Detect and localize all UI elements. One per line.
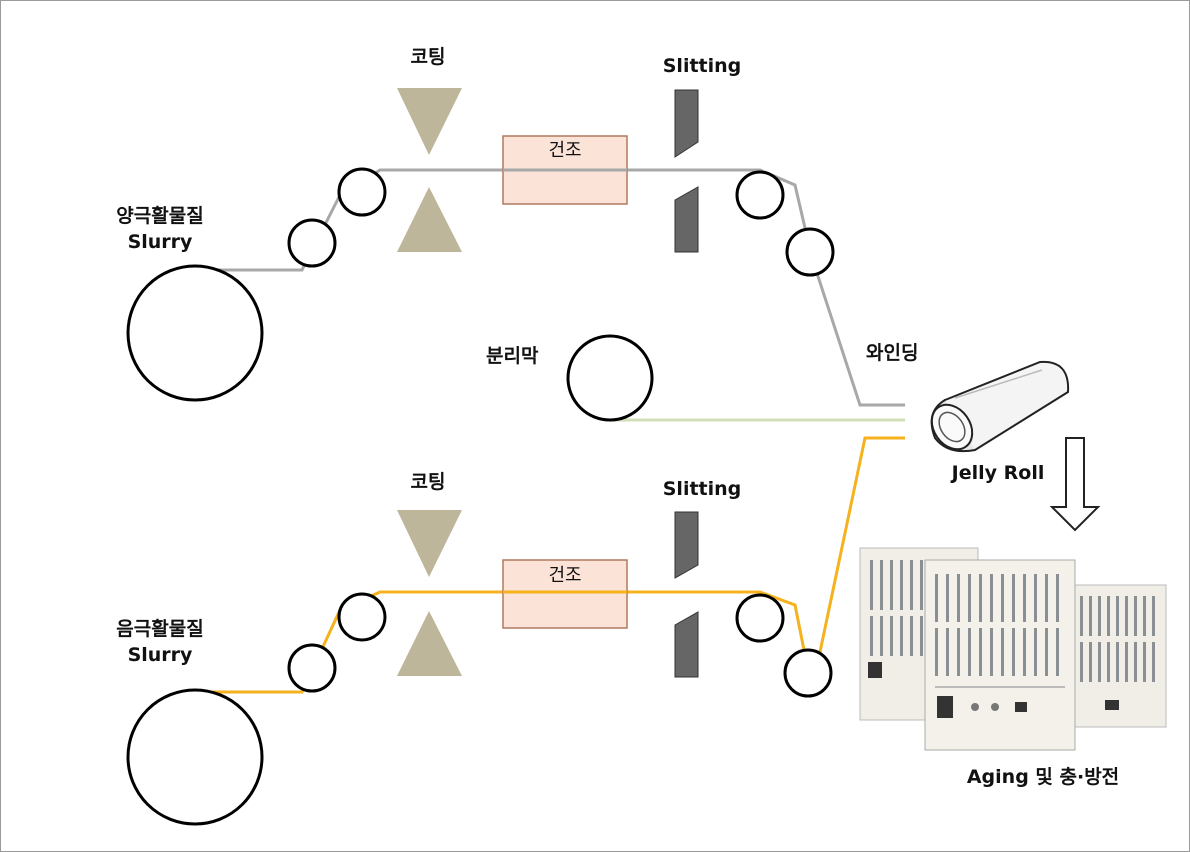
anode-coating-label: 코팅: [410, 471, 446, 493]
anode-drying-label: 건조: [548, 565, 582, 586]
anode-dryer-box: [502, 559, 628, 629]
down-arrow-icon: [1049, 437, 1101, 532]
anode-slurry-roll: [126, 688, 264, 826]
separator-line: [566, 334, 905, 422]
cathode-coater-top: [397, 88, 462, 155]
anode-guide-roller-2: [337, 592, 387, 642]
cathode-guide-roller-4: [785, 227, 835, 277]
separator-label: 분리막: [486, 345, 539, 367]
cathode-slurry-label: 양극활물질: [116, 205, 204, 227]
cathode-slurry-roll: [126, 264, 264, 402]
anode-line: [126, 436, 905, 826]
cathode-slitter-top: [674, 89, 699, 158]
cathode-guide-roller-3: [735, 170, 785, 220]
cathode-slurry-sub-label: Slurry: [127, 231, 193, 253]
anode-coater-bottom: [397, 611, 462, 676]
cathode-web: [212, 168, 905, 407]
cathode-line: [126, 88, 905, 407]
cathode-guide-roller-1: [287, 218, 337, 268]
jelly-roll-label: Jelly Roll: [951, 462, 1045, 484]
anode-coater-top: [397, 510, 462, 577]
separator-roll: [566, 334, 654, 422]
anode-slurry-label: 음극활물질: [116, 618, 204, 640]
cathode-slitter-bottom: [674, 186, 699, 253]
cathode-guide-roller-2: [337, 167, 387, 217]
anode-guide-roller-1: [287, 643, 337, 693]
cathode-coating-label: 코팅: [410, 46, 446, 68]
anode-slitting-label: Slitting: [662, 478, 742, 500]
jelly-roll-icon: [930, 360, 1070, 453]
aging-label: Aging 및 충·방전: [966, 766, 1120, 788]
anode-guide-roller-4: [783, 648, 833, 698]
anode-slurry-sub-label: Slurry: [127, 644, 193, 666]
cathode-drying-label: 건조: [548, 140, 582, 161]
cathode-coater-bottom: [397, 187, 462, 252]
aging-equipment-icon: [859, 547, 1167, 751]
winding-label: 와인딩: [866, 342, 919, 364]
cathode-slitting-label: Slitting: [662, 55, 742, 77]
anode-guide-roller-3: [735, 593, 785, 643]
anode-slitter-bottom: [674, 611, 699, 678]
anode-slitter-top: [674, 511, 699, 579]
